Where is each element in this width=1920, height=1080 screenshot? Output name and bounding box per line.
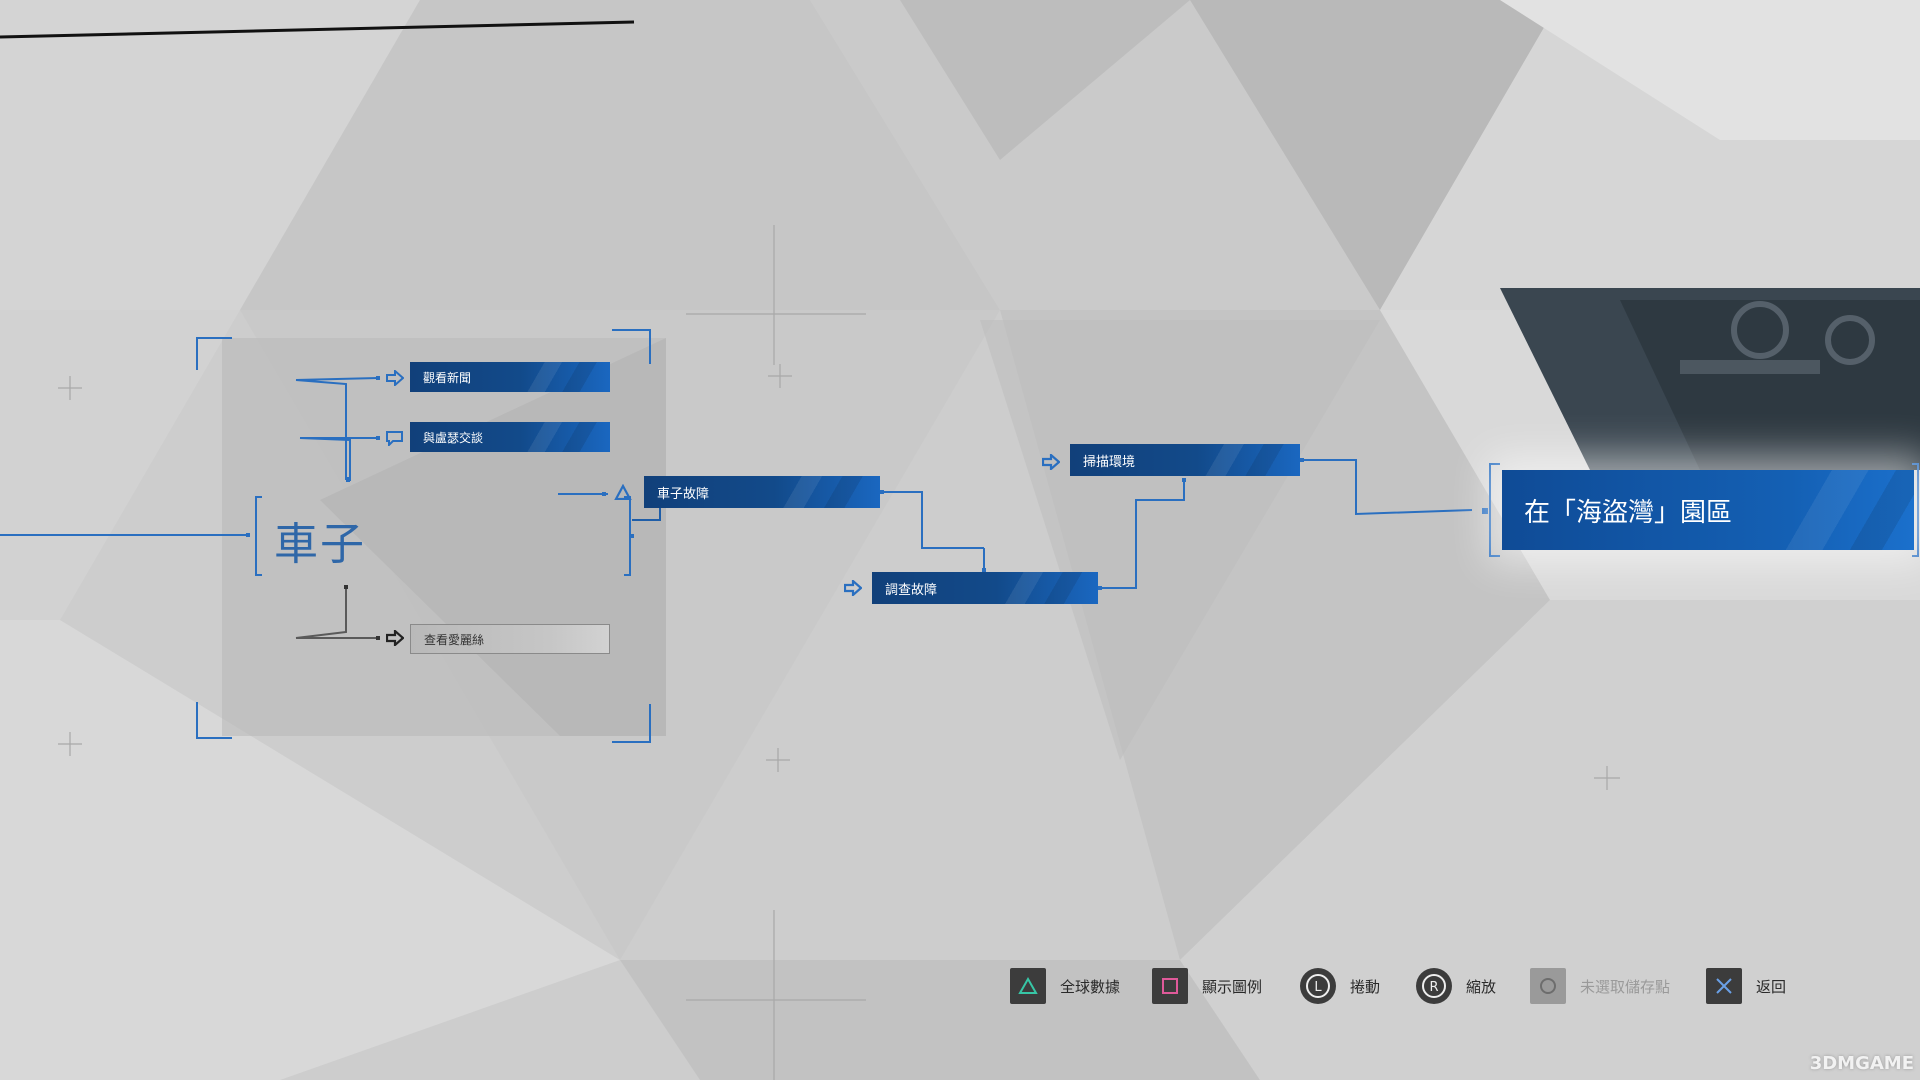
control-label: 全球數據: [1060, 977, 1121, 996]
cross-button-icon: [1706, 968, 1742, 1004]
node-talk-lucy[interactable]: 與盧瑟交談: [410, 422, 610, 452]
control-label: 縮放: [1466, 977, 1497, 996]
node-car-trouble[interactable]: 車子故障: [644, 476, 880, 508]
node-investigate-trouble[interactable]: 調查故障: [872, 572, 1098, 604]
control-zoom[interactable]: R 縮放: [1416, 968, 1496, 1004]
node-label: 觀看新聞: [423, 370, 472, 385]
control-back[interactable]: 返回: [1706, 968, 1786, 1004]
circle-button-icon: [1530, 968, 1566, 1004]
square-button-icon: [1152, 968, 1188, 1004]
chapter-title: 車子: [274, 519, 366, 570]
triangle-button-icon: [1010, 968, 1046, 1004]
left-stick-icon: L: [1300, 968, 1336, 1004]
destination-label: 在「海盜灣」園區: [1524, 497, 1733, 528]
svg-text:R: R: [1429, 980, 1438, 995]
arrow-right-icon: [1042, 454, 1060, 470]
arrow-right-icon: [386, 370, 404, 386]
node-label: 與盧瑟交談: [423, 430, 484, 445]
control-label: 顯示圖例: [1202, 977, 1263, 996]
destination-node[interactable]: 在「海盜灣」園區: [1502, 470, 1914, 550]
control-global-stats[interactable]: 全球數據: [1010, 968, 1120, 1004]
node-label: 調查故障: [885, 582, 938, 598]
control-scroll[interactable]: L 捲動: [1300, 968, 1380, 1004]
control-show-legend[interactable]: 顯示圖例: [1152, 968, 1262, 1004]
node-label: 掃描環境: [1083, 454, 1136, 470]
triangle-icon: [614, 484, 632, 500]
control-label: 捲動: [1350, 977, 1381, 996]
arrow-right-icon: [386, 630, 404, 646]
right-stick-icon: R: [1416, 968, 1452, 1004]
svg-text:L: L: [1314, 980, 1322, 995]
watermark: 3DMGAME: [1809, 1053, 1914, 1074]
node-label: 查看愛麗絲: [424, 632, 485, 647]
node-label: 車子故障: [657, 486, 710, 502]
node-watch-news[interactable]: 觀看新聞: [410, 362, 610, 392]
control-label: 未選取儲存點: [1580, 977, 1671, 996]
speech-bubble-icon: [386, 431, 403, 446]
node-check-alice[interactable]: 查看愛麗絲: [410, 624, 610, 654]
node-scan-environment[interactable]: 掃描環境: [1070, 444, 1300, 476]
arrow-right-icon: [844, 580, 862, 596]
control-checkpoint[interactable]: 未選取儲存點: [1530, 968, 1670, 1004]
control-label: 返回: [1756, 977, 1787, 996]
